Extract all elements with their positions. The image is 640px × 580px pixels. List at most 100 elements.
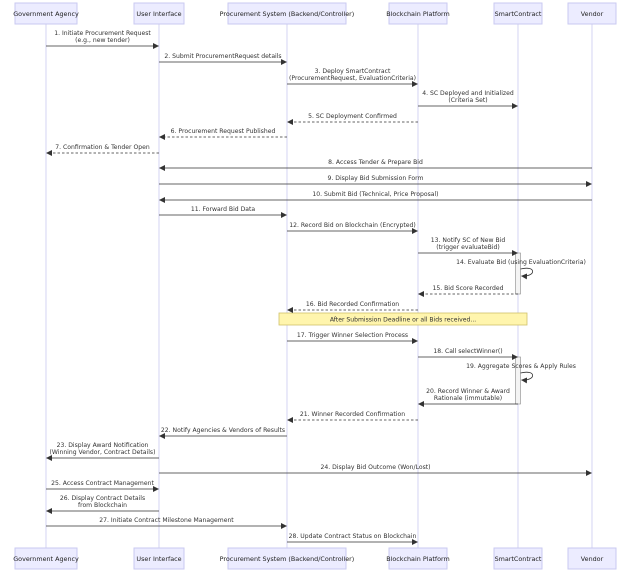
actor-label: User Interface — [136, 555, 181, 563]
message-7: 7. Confirmation & Tender Open — [46, 144, 159, 156]
message-label: 20. Record Winner & Award — [426, 388, 510, 395]
actor-ps-bottom: Procurement System (Backend/Controller) — [220, 547, 354, 570]
message-6: 6. Procurement Request Published — [159, 128, 287, 140]
message-4: 4. SC Deployed and Initialized(Criteria … — [418, 90, 518, 109]
message-arrow — [520, 371, 534, 384]
message-label: 2. Submit ProcurementRequest details — [164, 53, 281, 60]
message-2: 2. Submit ProcurementRequest details — [159, 53, 287, 65]
message-label: 15. Bid Score Recorded — [433, 285, 504, 292]
message-label: 11. Forward Bid Data — [191, 206, 256, 213]
message-label: 23. Display Award Notification — [57, 442, 149, 449]
message-19: 19. Aggregate Scores & Apply Rules — [466, 363, 576, 384]
actor-sc-bottom: SmartContract — [493, 547, 543, 570]
message-label: 25. Access Contract Management — [51, 480, 154, 487]
message-label: 27. Initiate Contract Milestone Manageme… — [99, 517, 234, 524]
actor-bc-top: Blockchain Platform — [386, 2, 450, 25]
actor-box — [388, 2, 448, 25]
message-8: 8. Access Tender & Prepare Bid — [159, 159, 592, 171]
message-label: 18. Call selectWinner() — [433, 348, 502, 355]
message-label: 24. Display Bid Outcome (Won/Lost) — [320, 464, 430, 471]
message-15: 15. Bid Score Recorded — [418, 285, 518, 297]
actor-label: Procurement System (Backend/Controller) — [220, 10, 355, 18]
message-label: (Winning Vendor, Contract Details) — [50, 449, 156, 456]
actor-box — [227, 2, 347, 25]
message-label: 16. Bid Recorded Confirmation — [306, 301, 399, 308]
message-label: 21. Winner Recorded Confirmation — [300, 411, 405, 418]
message-label: 6. Procurement Request Published — [171, 128, 276, 135]
note-text: After Submission Deadline or all Bids re… — [330, 317, 476, 324]
actor-box — [567, 2, 617, 25]
actor-label: User Interface — [136, 10, 181, 18]
actor-label: SmartContract — [495, 10, 542, 18]
message-16: 16. Bid Recorded Confirmation — [287, 301, 418, 313]
message-13: 13. Notify SC of New Bid(trigger evaluat… — [418, 237, 518, 256]
message-label: 14. Evaluate Bid (using EvaluationCriter… — [456, 259, 586, 266]
actor-box — [14, 2, 78, 25]
actor-label: Government Agency — [13, 555, 79, 563]
message-27: 27. Initiate Contract Milestone Manageme… — [46, 517, 287, 529]
message-18: 18. Call selectWinner() — [418, 348, 518, 360]
message-label: 28. Update Contract Status on Blockchain — [289, 533, 417, 540]
actor-bc-bottom: Blockchain Platform — [386, 547, 450, 570]
message-25: 25. Access Contract Management — [46, 480, 159, 492]
message-label: (Criteria Set) — [448, 97, 487, 104]
message-label: 10. Submit Bid (Technical, Price Proposa… — [312, 191, 438, 198]
actor-label: Vendor — [581, 10, 604, 18]
message-10: 10. Submit Bid (Technical, Price Proposa… — [159, 191, 592, 203]
message-21: 21. Winner Recorded Confirmation — [287, 411, 418, 423]
actor-ps-top: Procurement System (Backend/Controller) — [220, 2, 355, 25]
message-label: 12. Record Bid on Blockchain (Encrypted) — [289, 222, 416, 229]
message-label: 3. Deploy SmartContract — [315, 68, 391, 75]
actor-box — [133, 2, 185, 25]
actor-sc-top: SmartContract — [493, 2, 543, 25]
message-label: from Blockchain — [78, 502, 127, 509]
message-label: 4. SC Deployed and Initialized — [422, 90, 514, 97]
message-label: 17. Trigger Winner Selection Process — [297, 332, 408, 339]
actor-ui-top: User Interface — [133, 2, 185, 25]
actor-label: SmartContract — [495, 555, 542, 563]
message-label: 19. Aggregate Scores & Apply Rules — [466, 363, 576, 370]
actor-vendor-top: Vendor — [567, 2, 617, 25]
actor-box — [14, 547, 78, 570]
message-label: 22. Notify Agencies & Vendors of Results — [161, 427, 285, 434]
message-label: Rationale (immutable) — [434, 395, 502, 402]
message-24: 24. Display Bid Outcome (Won/Lost) — [159, 464, 592, 476]
message-28: 28. Update Contract Status on Blockchain — [287, 533, 418, 545]
actor-label: Government Agency — [13, 10, 79, 18]
message-1: 1. Initiate Procurement Request(e.g., ne… — [46, 30, 159, 49]
actor-vendor-bottom: Vendor — [567, 547, 617, 570]
actor-ui-bottom: User Interface — [133, 547, 185, 570]
message-label: (ProcurementRequest, EvaluationCriteria) — [289, 75, 416, 82]
message-11: 11. Forward Bid Data — [159, 206, 287, 218]
message-label: 7. Confirmation & Tender Open — [55, 144, 150, 151]
actor-box — [388, 547, 448, 570]
message-9: 9. Display Bid Submission Form — [159, 175, 592, 187]
message-label: (e.g., new tender) — [75, 37, 130, 44]
actor-gov-top: Government Agency — [13, 2, 79, 25]
message-17: 17. Trigger Winner Selection Process — [287, 332, 418, 344]
actor-label: Blockchain Platform — [386, 10, 450, 18]
actor-box — [493, 547, 543, 570]
message-label: 5. SC Deployment Confirmed — [308, 113, 397, 120]
message-23: 23. Display Award Notification(Winning V… — [46, 442, 159, 461]
message-label: 8. Access Tender & Prepare Bid — [328, 159, 423, 166]
actor-label: Blockchain Platform — [386, 555, 450, 563]
actor-box — [227, 547, 347, 570]
note-box — [278, 312, 528, 326]
message-label: 9. Display Bid Submission Form — [328, 175, 424, 182]
actor-label: Vendor — [581, 555, 604, 563]
actor-box — [567, 547, 617, 570]
message-14: 14. Evaluate Bid (using EvaluationCriter… — [456, 259, 586, 280]
actor-box — [493, 2, 543, 25]
message-arrow — [520, 267, 534, 280]
message-12: 12. Record Bid on Blockchain (Encrypted) — [287, 222, 418, 234]
message-label: 1. Initiate Procurement Request — [54, 30, 151, 37]
actor-box — [133, 547, 185, 570]
message-3: 3. Deploy SmartContract(ProcurementReque… — [287, 68, 418, 87]
note: After Submission Deadline or all Bids re… — [278, 312, 528, 326]
message-22: 22. Notify Agencies & Vendors of Results — [159, 427, 287, 439]
message-label: 13. Notify SC of New Bid — [431, 237, 506, 244]
